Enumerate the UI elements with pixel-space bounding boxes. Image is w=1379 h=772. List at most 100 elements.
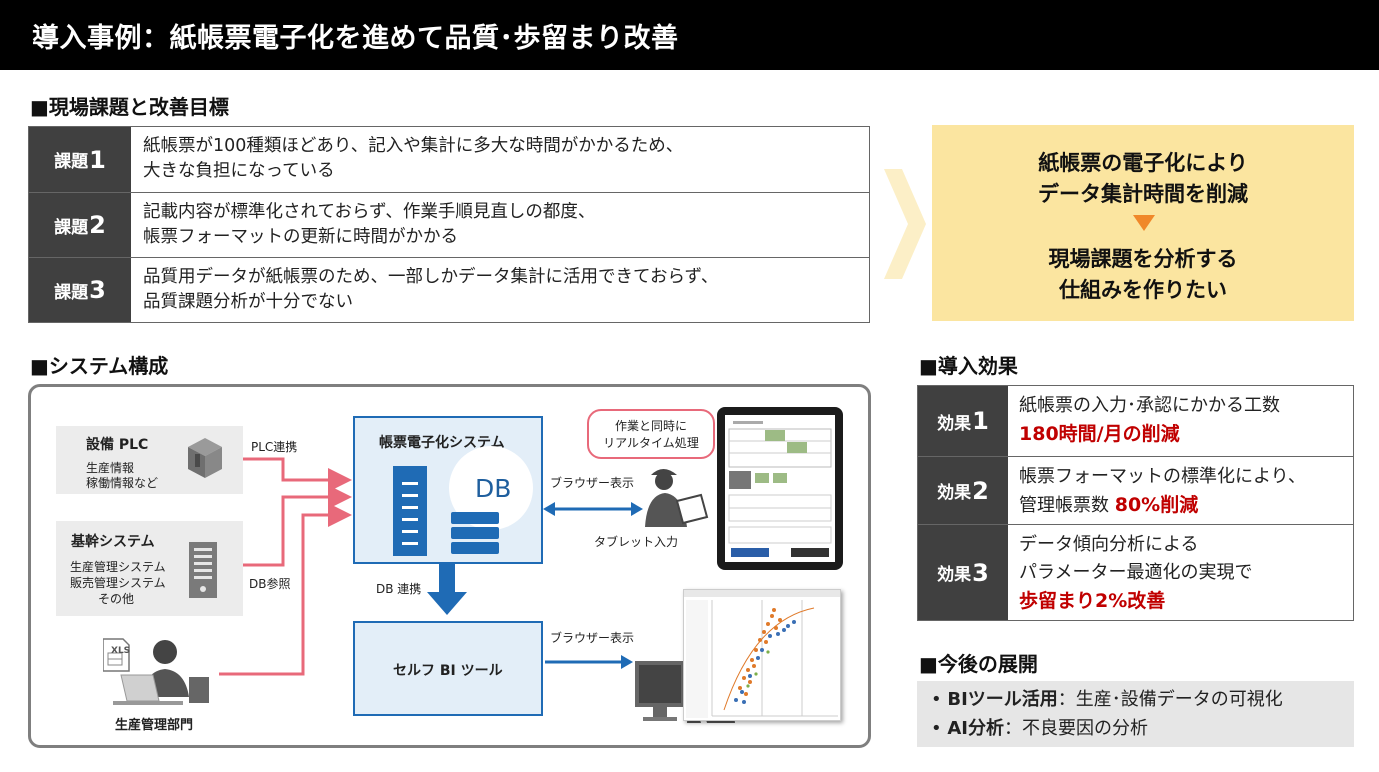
- goal-line: 紙帳票の電子化により: [1038, 151, 1248, 175]
- effect-highlight: 180時間/月の削減: [1019, 423, 1180, 445]
- plc-subtitle: 生産情報: [86, 461, 135, 475]
- effect-highlight: 歩留まり2%改善: [1019, 590, 1166, 612]
- form-screen-image: [725, 415, 835, 562]
- worker-tablet-icon: [645, 469, 709, 527]
- issue-line: 品質用データが紙帳票のため、一部しかデータ集計に活用できておらず、: [143, 267, 719, 287]
- effect-line: 管理帳票数 80%削減: [1019, 491, 1353, 520]
- issue-line: 記載内容が標準化されておらず、作業手順見直しの都度、: [143, 202, 596, 222]
- issue-line: 大きな負担になっている: [143, 161, 335, 181]
- issue-text: 品質用データが紙帳票のため、一部しかデータ集計に活用できておらず、 品質課題分析…: [131, 258, 869, 322]
- plc-title: 設備 PLC: [86, 437, 149, 453]
- goal-line: データ集計時間を削減: [1038, 182, 1248, 206]
- bi-screen: [683, 589, 841, 721]
- bubble-text: リアルタイム処理: [603, 436, 699, 450]
- future-item: • BIツール活用：生産･設備データの可視化: [931, 685, 1354, 714]
- form-system-title: 帳票電子化システム: [379, 435, 505, 451]
- issue-number: 1: [89, 145, 106, 174]
- issue-number: 3: [89, 276, 106, 304]
- bubble-text: 作業と同時に: [614, 419, 687, 433]
- section-heading-system: ■システム構成: [30, 354, 169, 378]
- future-plans: • BIツール活用：生産･設備データの可視化 • AI分析：不良要因の分析: [917, 681, 1354, 747]
- browser-display-label: ブラウザー表示: [550, 476, 635, 490]
- core-system-subtitle: 販売管理システム: [70, 576, 166, 590]
- db-label: DB: [475, 474, 512, 503]
- page-title: 導入事例：紙帳票電子化を進めて品質･歩留まり改善: [32, 23, 679, 54]
- effect-text: データ傾向分析による パラメーター最適化の実現で 歩留まり2%改善: [1008, 525, 1353, 620]
- title-bar: 導入事例：紙帳票電子化を進めて品質･歩留まり改善: [0, 0, 1379, 70]
- form-system-box: 帳票電子化システム DB: [353, 416, 543, 564]
- effect-label-text: 効果: [937, 413, 972, 434]
- effect-number: 1: [972, 407, 989, 435]
- core-system-title: 基幹システム: [71, 534, 155, 550]
- db-ref-label: DB参照: [249, 577, 291, 591]
- effect-number: 2: [972, 476, 989, 505]
- system-diagram: 設備 PLC 生産情報 稼働情報など 基幹システム 生産管理システム 販売管理シ…: [28, 384, 871, 748]
- issue-label-text: 課題: [54, 152, 89, 172]
- issue-text: 記載内容が標準化されておらず、作業手順見直しの都度、 帳票フォーマットの更新に時…: [131, 193, 869, 257]
- database-icon: [449, 446, 533, 554]
- diagram-connectors: [219, 457, 643, 676]
- speech-bubble: 作業と同時に リアルタイム処理: [587, 409, 715, 459]
- issue-line: 品質課題分析が十分でない: [143, 292, 353, 312]
- effect-highlight: 80%削減: [1114, 494, 1199, 516]
- effect-number: 3: [972, 558, 989, 587]
- xls-label: XLS: [111, 646, 131, 656]
- person-laptop-icon: [103, 638, 209, 705]
- future-item-sep: ：: [1003, 718, 1022, 739]
- tablet-input-label: タブレット入力: [594, 535, 679, 549]
- core-system-subtitle: その他: [98, 592, 135, 606]
- effect-line-prefix: 管理帳票数: [1019, 495, 1115, 516]
- effect-line: パラメーター最適化の実現で: [1019, 562, 1253, 583]
- bi-tool-box: セルフ BI ツール: [353, 621, 543, 716]
- tablet-screen: [717, 407, 843, 570]
- core-system-box: 基幹システム 生産管理システム 販売管理システム その他: [56, 521, 243, 616]
- issue-label-text: 課題: [54, 282, 89, 303]
- section-heading-future: ■今後の展開: [919, 652, 1038, 676]
- future-item-sep: ：: [1057, 689, 1076, 710]
- effect-line: 帳票フォーマットの標準化により、: [1019, 466, 1306, 487]
- chevron-right-icon: [884, 169, 926, 279]
- future-item-text: 生産･設備データの可視化: [1075, 689, 1283, 710]
- issue-text: 紙帳票が100種類ほどあり、記入や集計に多大な時間がかかるため、 大きな負担にな…: [131, 127, 869, 192]
- future-item: • AI分析：不良要因の分析: [931, 714, 1354, 743]
- goal-line: 現場課題を分析する: [1048, 247, 1238, 271]
- future-item-text: 不良要因の分析: [1021, 718, 1148, 739]
- bullet: •: [931, 718, 948, 739]
- issue-number: 2: [89, 211, 106, 239]
- browser-display-label: ブラウザー表示: [550, 631, 635, 645]
- effect-label-text: 効果: [937, 565, 972, 585]
- bullet: •: [931, 689, 948, 710]
- down-triangle-icon: [1133, 215, 1155, 231]
- effect-label-text: 効果: [937, 483, 972, 503]
- effect-line: 紙帳票の入力･承認にかかる工数: [1019, 395, 1280, 416]
- server-icon: [189, 542, 217, 598]
- goal-line: 仕組みを作りたい: [1059, 278, 1227, 302]
- issue-label-text: 課題: [54, 217, 89, 238]
- section-heading-issues: ■現場課題と改善目標: [30, 95, 229, 119]
- dept-label: 生産管理部門: [115, 718, 194, 733]
- issue-line: 紙帳票が100種類ほどあり、記入や集計に多大な時間がかかるため、: [143, 136, 684, 156]
- effect-text: 帳票フォーマットの標準化により、 管理帳票数 80%削減: [1008, 457, 1353, 524]
- db-link-label: DB 連携: [376, 582, 422, 596]
- effect-line: データ傾向分析による: [1019, 534, 1199, 555]
- section-heading-effects: ■導入効果: [919, 354, 1018, 378]
- plc-link-label: PLC連携: [251, 440, 298, 454]
- plc-device-icon: [188, 438, 222, 478]
- goal-box: 紙帳票の電子化により データ集計時間を削減 現場課題を分析する 仕組みを作りたい: [932, 125, 1354, 321]
- core-system-subtitle: 生産管理システム: [70, 560, 166, 574]
- document-icon: [393, 466, 427, 556]
- future-item-key: BIツール活用: [947, 689, 1058, 710]
